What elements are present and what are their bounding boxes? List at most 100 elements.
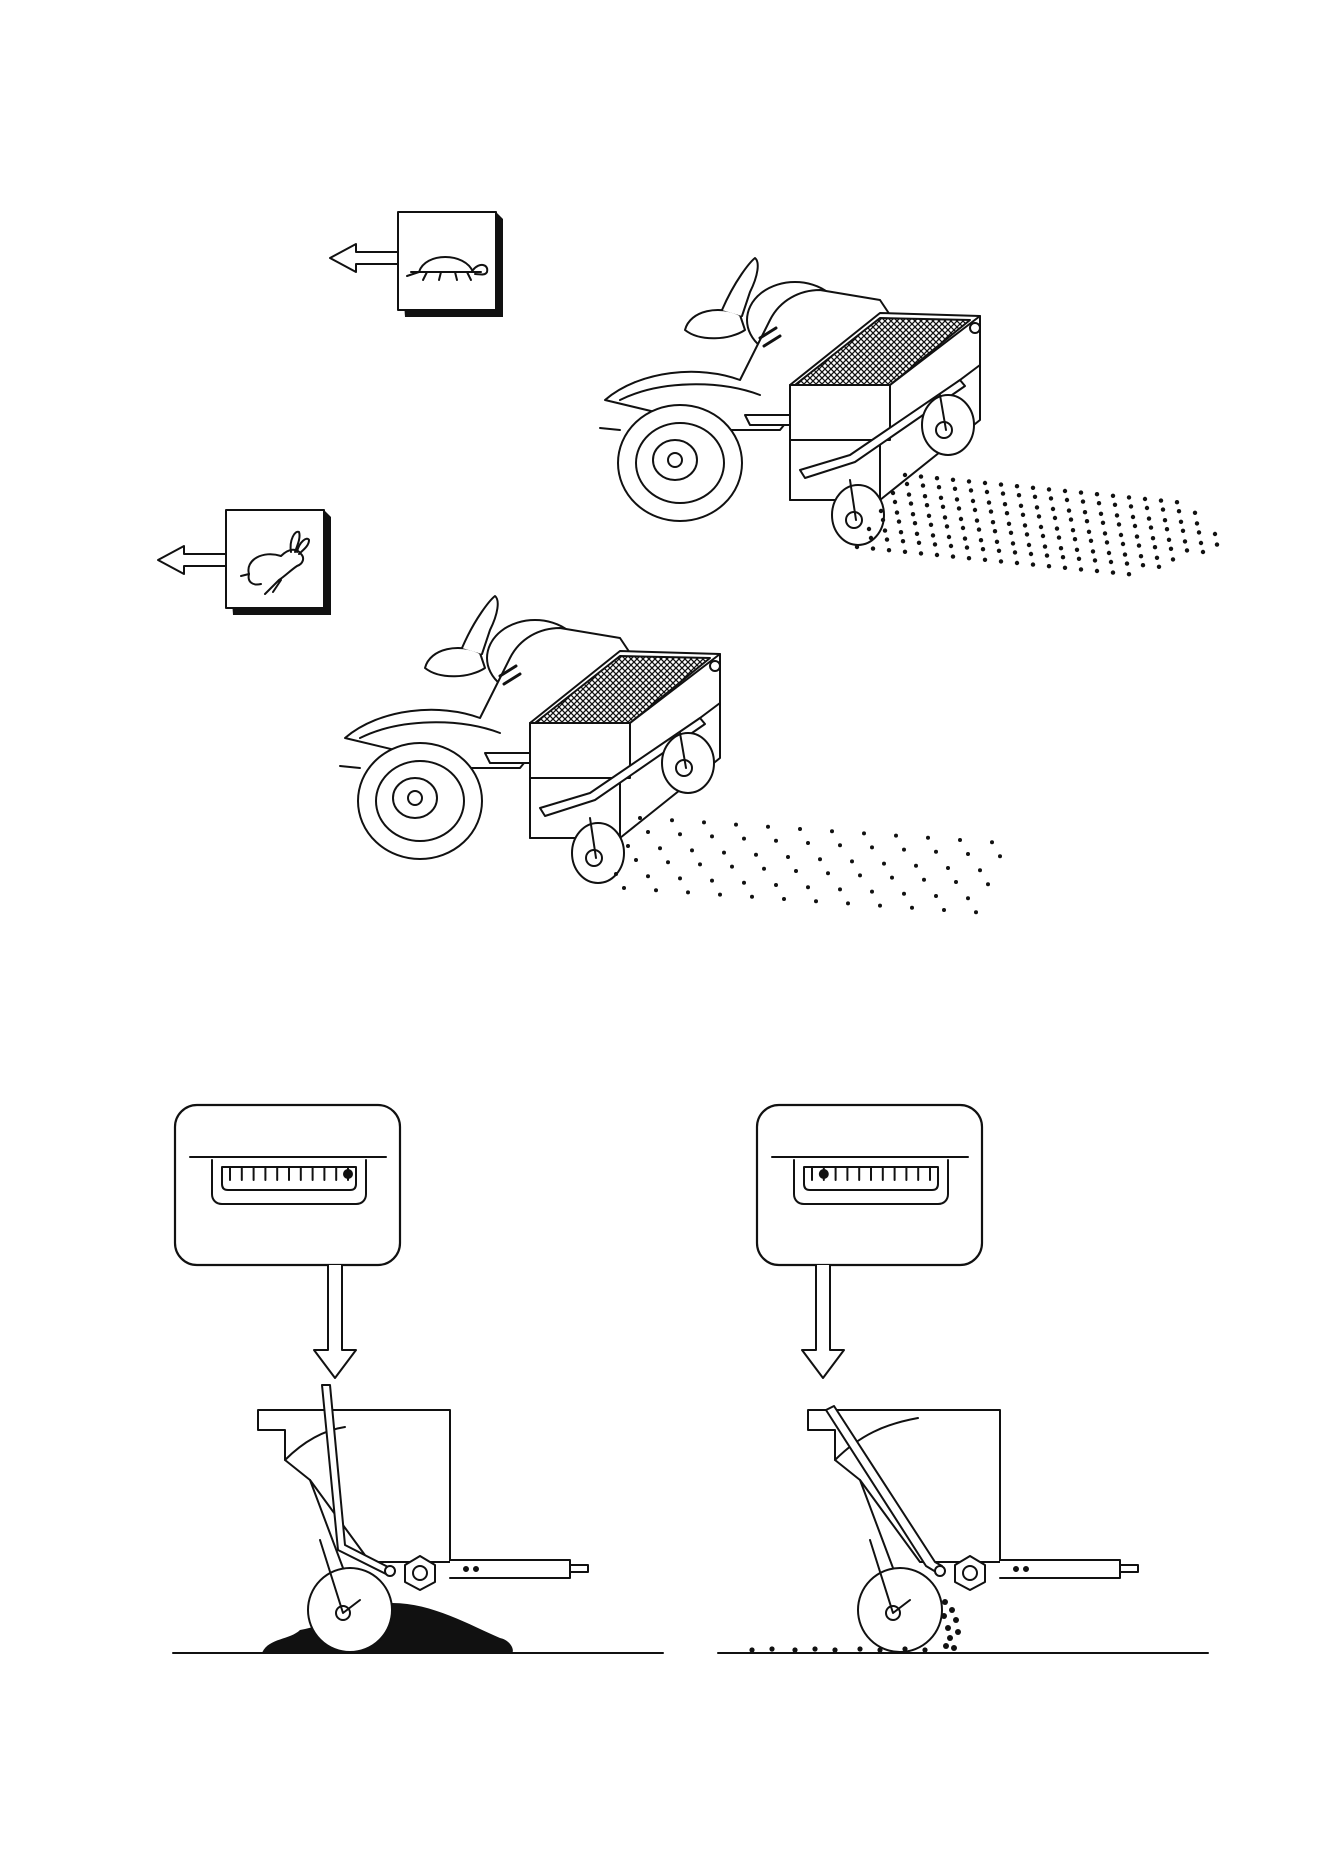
spread-dot: [1013, 550, 1017, 554]
spread-dot: [942, 908, 946, 912]
spread-dot: [971, 499, 975, 503]
granule: [792, 1647, 797, 1652]
granule: [949, 1607, 955, 1613]
spread-dot: [890, 876, 894, 880]
spread-dot: [966, 896, 970, 900]
spread-dot: [1129, 504, 1133, 508]
gauge-panel-max: [175, 1105, 400, 1378]
spread-dot: [1075, 548, 1079, 552]
spread-dot: [986, 882, 990, 886]
spread-dot: [1111, 494, 1115, 498]
spreader-side-view-closed: [718, 1406, 1208, 1653]
spread-dot: [1069, 517, 1073, 521]
spread-dot: [910, 906, 914, 910]
spread-dot: [1073, 537, 1077, 541]
spread-dot: [922, 878, 926, 882]
spread-dot: [1007, 522, 1011, 526]
spread-dot: [983, 558, 987, 562]
spread-dot: [1185, 548, 1189, 552]
spread-dot: [1081, 499, 1085, 503]
spread-dot: [774, 839, 778, 843]
spread-dot: [1147, 516, 1151, 520]
spread-dot: [955, 497, 959, 501]
spread-dot: [998, 854, 1002, 858]
spread-dot: [734, 823, 738, 827]
spread-dot: [946, 866, 950, 870]
spread-dot: [899, 530, 903, 534]
spread-dot: [979, 538, 983, 542]
spread-pattern-sparse: [614, 816, 1002, 914]
spread-dot: [897, 519, 901, 523]
spread-dot: [1163, 518, 1167, 522]
spread-dot: [1141, 563, 1145, 567]
spread-dot: [1093, 558, 1097, 562]
spread-dot: [993, 529, 997, 533]
spread-dot: [997, 549, 1001, 553]
gauge-selected-marker: [819, 1169, 829, 1179]
spread-dot: [907, 492, 911, 496]
spread-dot: [1161, 507, 1165, 511]
spread-dot: [881, 518, 885, 522]
spread-dot: [935, 553, 939, 557]
arrow-down-icon: [314, 1265, 356, 1378]
spread-dot: [1043, 544, 1047, 548]
spread-dot: [1045, 553, 1049, 557]
spread-dot: [921, 483, 925, 487]
spread-dot: [782, 897, 786, 901]
granule: [945, 1625, 951, 1631]
spread-dot: [654, 888, 658, 892]
spread-dot: [951, 554, 955, 558]
spread-dot: [798, 827, 802, 831]
spread-dot: [830, 829, 834, 833]
spread-dot: [814, 899, 818, 903]
spread-dot: [1139, 554, 1143, 558]
spread-dot: [879, 509, 883, 513]
spread-dot: [730, 865, 734, 869]
spread-dot: [1165, 527, 1169, 531]
spread-dot: [1125, 561, 1129, 565]
spread-dot: [923, 494, 927, 498]
spread-dot: [933, 542, 937, 546]
spread-dot: [969, 488, 973, 492]
spread-dot: [967, 479, 971, 483]
spread-dot: [1051, 507, 1055, 511]
spread-dot: [978, 868, 982, 872]
spread-dot: [958, 838, 962, 842]
spread-dot: [1063, 566, 1067, 570]
spread-dot: [961, 526, 965, 530]
spread-dot: [902, 848, 906, 852]
spread-dot: [710, 834, 714, 838]
spread-dot: [973, 508, 977, 512]
spread-dot: [1003, 502, 1007, 506]
spread-dot: [1019, 504, 1023, 508]
spread-dot: [1175, 500, 1179, 504]
spread-dot: [1097, 501, 1101, 505]
spread-dot: [870, 890, 874, 894]
spread-dot: [1017, 493, 1021, 497]
spread-dot: [981, 547, 985, 551]
spread-dot: [919, 551, 923, 555]
spread-dot: [974, 910, 978, 914]
spread-dot: [929, 523, 933, 527]
spread-dot: [690, 848, 694, 852]
spread-dot: [1181, 529, 1185, 533]
spread-dot: [895, 510, 899, 514]
spread-dot: [1089, 539, 1093, 543]
spread-dot: [806, 885, 810, 889]
spread-dot: [1005, 511, 1009, 515]
spread-dot: [1171, 557, 1175, 561]
spread-dot: [1059, 546, 1063, 550]
spread-dot: [622, 886, 626, 890]
spread-dot: [1061, 555, 1065, 559]
spread-dot: [750, 895, 754, 899]
spread-dot: [742, 881, 746, 885]
spread-dot: [1027, 543, 1031, 547]
spread-dot: [934, 850, 938, 854]
spread-dot: [1015, 484, 1019, 488]
spread-dot: [1041, 534, 1045, 538]
spread-dot: [885, 537, 889, 541]
granule: [812, 1646, 817, 1651]
spread-dot: [1115, 513, 1119, 517]
spread-dot: [871, 546, 875, 550]
tractor-spreader-fast: [340, 596, 720, 883]
